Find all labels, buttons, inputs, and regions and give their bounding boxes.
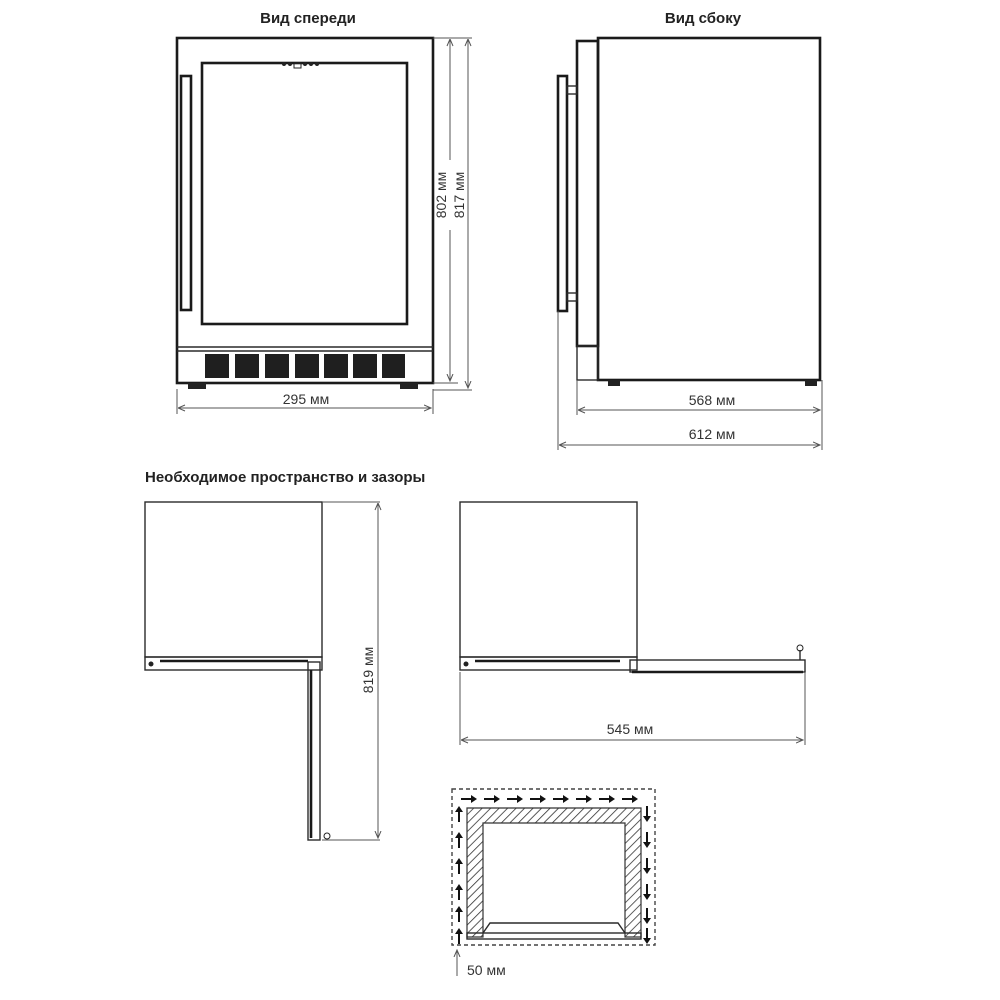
glass-panel bbox=[200, 61, 409, 326]
niche-insulation-hatch bbox=[466, 807, 642, 938]
open-door-height-label: 819 мм bbox=[360, 647, 376, 694]
control-panel-buttons bbox=[282, 62, 319, 69]
hinge-pin bbox=[148, 661, 154, 667]
cabinet-base bbox=[482, 922, 626, 934]
left-foot bbox=[188, 383, 206, 389]
cabinet-top-outline bbox=[144, 501, 323, 658]
side-door-profile bbox=[575, 39, 600, 348]
handle-standoff bbox=[566, 292, 578, 302]
side-view-title: Вид сбоку bbox=[665, 10, 742, 27]
door-handle bbox=[179, 74, 193, 312]
clearance-door-180: 545 мм bbox=[459, 501, 806, 745]
ventilation-diagram: 50 мм bbox=[451, 788, 656, 978]
front-total-height-label: 817 мм bbox=[451, 172, 467, 219]
front-view: 802 мм 817 мм 295 мм bbox=[175, 36, 472, 414]
hinge-pin bbox=[463, 661, 469, 667]
side-base-panel bbox=[576, 345, 599, 381]
side-front-foot bbox=[608, 380, 620, 386]
door-strip bbox=[144, 656, 323, 671]
cabinet-top-outline bbox=[459, 501, 638, 658]
front-inner-height-label: 802 мм bbox=[433, 172, 449, 219]
front-view-title: Вид спереди bbox=[260, 10, 356, 27]
door-strip bbox=[459, 656, 638, 671]
airflow-arrows-left-up bbox=[455, 806, 463, 944]
airflow-arrows-right-down bbox=[643, 806, 651, 944]
ventilation-gap-label: 50 мм bbox=[467, 962, 506, 978]
side-door-handle bbox=[556, 74, 569, 313]
clearance-section-title: Необходимое пространство и зазоры bbox=[145, 469, 425, 486]
side-rear-foot bbox=[805, 380, 817, 386]
ventilation-grille bbox=[205, 354, 405, 378]
door-handle-end bbox=[796, 644, 804, 652]
airflow-arrows-top bbox=[461, 795, 638, 803]
side-body-outline bbox=[596, 36, 822, 382]
front-width-label: 295 мм bbox=[283, 391, 330, 407]
open-door-depth-label: 545 мм bbox=[607, 721, 654, 737]
airflow-boundary bbox=[451, 788, 656, 946]
side-view: 568 мм 612 мм bbox=[556, 36, 823, 450]
right-foot bbox=[400, 383, 418, 389]
side-total-depth-label: 612 мм bbox=[689, 426, 736, 442]
base-plate bbox=[466, 932, 642, 940]
handle-standoff bbox=[566, 85, 578, 95]
open-door-panel bbox=[307, 661, 321, 841]
clearance-door-90: 819 мм bbox=[144, 501, 380, 841]
front-cabinet-outline bbox=[175, 36, 435, 385]
open-door-panel bbox=[629, 659, 806, 673]
door-handle-end bbox=[323, 832, 331, 840]
side-body-depth-label: 568 мм bbox=[689, 392, 736, 408]
